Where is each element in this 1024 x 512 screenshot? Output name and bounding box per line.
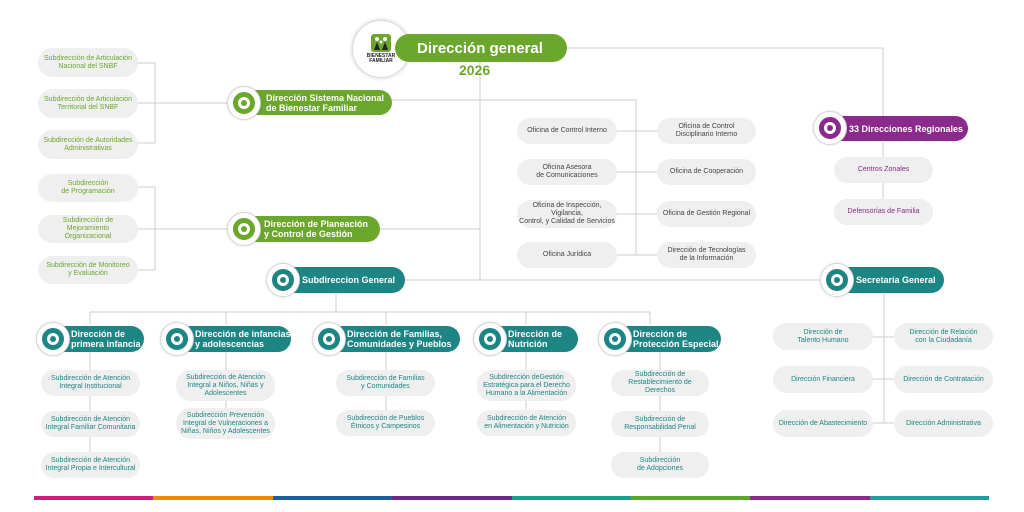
- pi-sub-1[interactable]: Subdirección de Atención Integral Instit…: [41, 370, 140, 396]
- direccion-proteccion-especial[interactable]: Dirección de Protección Especial: [614, 326, 721, 352]
- primera-infancia-dot-icon: [42, 328, 64, 350]
- bar-segment: [750, 496, 870, 500]
- direccion-general-node[interactable]: Dirección general: [395, 34, 567, 62]
- oficina-inspeccion[interactable]: Oficina de Inspección, Vigilancia, Contr…: [517, 200, 617, 228]
- oficina-cooperacion[interactable]: Oficina de Cooperación: [657, 159, 756, 185]
- pe-sub-2[interactable]: Subdirección de Responsabilidad Penal: [611, 411, 709, 437]
- subdireccion-general-node[interactable]: Subdireccion General: [282, 267, 405, 293]
- direccion-administrativa[interactable]: Dirección Administrativa: [894, 410, 993, 437]
- planeacion-sub-1[interactable]: Subdirección de Programación: [38, 174, 138, 202]
- bar-segment: [511, 496, 631, 500]
- direccion-general-label: Dirección general: [417, 39, 543, 57]
- ia-sub-1[interactable]: Subdirección de Atención Integral a Niño…: [176, 370, 275, 401]
- relacion-ciudadania[interactable]: Dirección de Relación con la Ciudadanía: [894, 323, 993, 350]
- snbf-dot-icon: [233, 92, 255, 114]
- planeacion-sub-2[interactable]: Subdirección de Mejoramiento Organizacio…: [38, 215, 138, 243]
- direccion-infancias-adolescencias[interactable]: Dirección de infancias y adolescencias: [176, 326, 291, 352]
- bottom-color-bar: [34, 496, 989, 500]
- direccion-financiera[interactable]: Dirección Financiera: [773, 366, 873, 393]
- snbf-sub-1[interactable]: Subdirección de Articulación Nacional de…: [38, 48, 138, 77]
- bar-segment: [869, 496, 989, 500]
- bar-segment: [392, 496, 512, 500]
- bar-segment: [272, 496, 393, 500]
- snbf-node[interactable]: Dirección Sistema Nacional de Bienestar …: [242, 90, 392, 115]
- nutricion-dot-icon: [479, 328, 501, 350]
- familias-dot-icon: [318, 328, 340, 350]
- nut-sub-2[interactable]: Subdirección de Atención en Alimentación…: [477, 410, 576, 436]
- family-icon: [371, 34, 391, 52]
- oficina-control-disciplinario[interactable]: Oficina de Control Disciplinario Interno: [657, 118, 756, 144]
- pe-sub-1[interactable]: Subdirección de Restablecimiento de Dere…: [611, 370, 709, 396]
- secretaria-general-node[interactable]: Secretaría General: [836, 267, 944, 293]
- centros-zonales[interactable]: Centros Zonales: [834, 157, 933, 183]
- oficina-control-interno[interactable]: Oficina de Control Interno: [517, 118, 617, 144]
- pe-sub-3[interactable]: Subdirección de Adopciones: [611, 452, 709, 478]
- direccion-familias[interactable]: Dirección de Familias, Comunidades y Pue…: [328, 326, 460, 352]
- direccion-contratacion[interactable]: Dirección de Contratación: [894, 366, 993, 393]
- bar-segment: [153, 496, 273, 500]
- pi-sub-2[interactable]: Subdirección de Atención Integral Famili…: [41, 411, 140, 437]
- planeacion-node[interactable]: Dirección de Planeación y Control de Ges…: [242, 216, 380, 242]
- direccion-tecnologias[interactable]: Dirección de Tecnologías de la Informaci…: [657, 242, 756, 268]
- fam-sub-1[interactable]: Subdirección de Familias y Comunidades: [336, 370, 435, 396]
- infancias-dot-icon: [166, 328, 188, 350]
- planeacion-sub-3[interactable]: Subdirección de Monitoreo y Evaluación: [38, 256, 138, 284]
- nut-sub-1[interactable]: Subdirección deGestión Estratégica para …: [477, 370, 576, 401]
- regionales-node[interactable]: 33 Direcciones Regionales: [829, 116, 968, 141]
- snbf-sub-2[interactable]: Subdirección de Articulación Territorial…: [38, 89, 138, 118]
- year-label: 2026: [459, 62, 491, 78]
- oficina-comunicaciones[interactable]: Oficina Asesora de Comunicaciones: [517, 159, 617, 185]
- secretaria-dot-icon: [826, 269, 848, 291]
- oficina-gestion-regional[interactable]: Oficina de Gestión Regional: [657, 201, 756, 227]
- proteccion-dot-icon: [604, 328, 626, 350]
- ia-sub-2[interactable]: Subdirección Prevención Integral de Vuln…: [176, 408, 275, 439]
- defensorias-familia[interactable]: Defensorías de Familia: [834, 199, 933, 225]
- fam-sub-2[interactable]: Subdirección de Pueblos Étnicos y Campes…: [336, 410, 435, 436]
- bar-segment: [630, 496, 751, 500]
- regionales-dot-icon: [819, 117, 841, 139]
- bar-segment: [34, 496, 154, 500]
- direccion-abastecimiento[interactable]: Dirección de Abastecimiento: [773, 410, 873, 437]
- planeacion-dot-icon: [233, 218, 255, 240]
- oficina-juridica[interactable]: Oficina Jurídica: [517, 242, 617, 268]
- subgeneral-dot-icon: [272, 269, 294, 291]
- pi-sub-3[interactable]: Subdirección de Atención Integral Propia…: [41, 452, 140, 478]
- talento-humano[interactable]: Dirección de Talento Humano: [773, 323, 873, 350]
- logo-text: BIENESTAR FAMILIAR: [366, 53, 396, 64]
- snbf-sub-3[interactable]: Subdirección de Autoridades Administrati…: [38, 130, 138, 159]
